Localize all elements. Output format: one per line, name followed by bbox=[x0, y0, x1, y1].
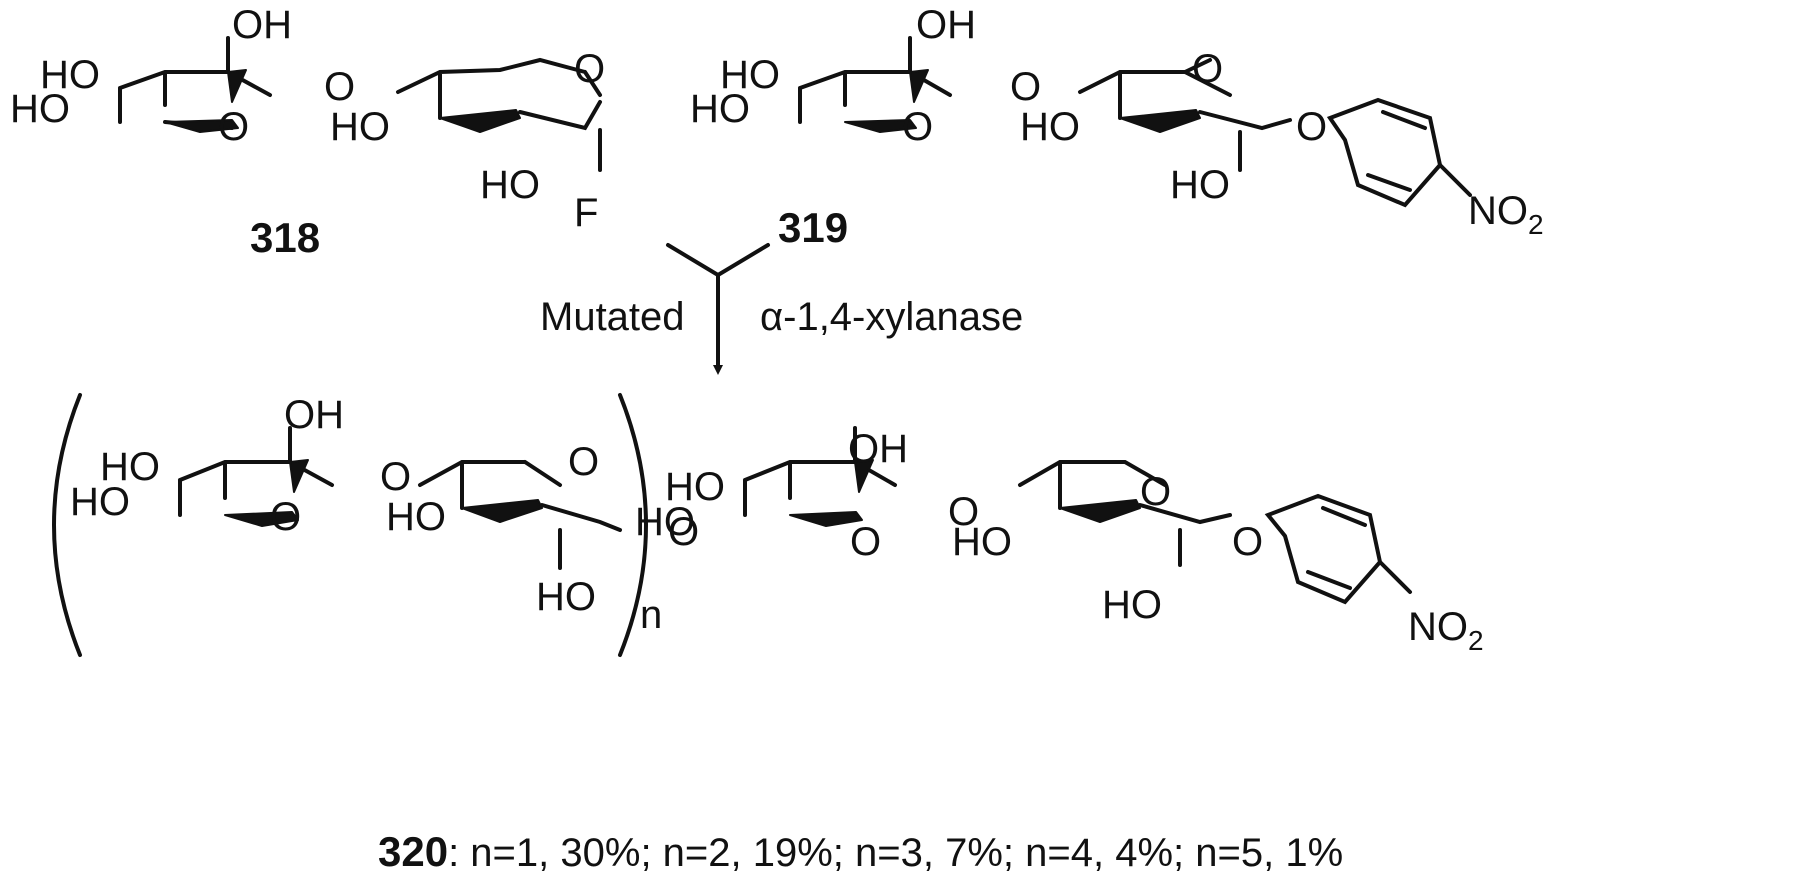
hydroxyl-label: HO bbox=[536, 575, 596, 619]
hydroxyl-label: OH bbox=[232, 3, 292, 47]
hydroxyl-label: HO bbox=[70, 480, 130, 524]
compound-number-319: 319 bbox=[778, 204, 848, 251]
ring-oxygen-label: O bbox=[270, 495, 301, 539]
hydroxyl-label: OH bbox=[916, 3, 976, 47]
compound-number-318: 318 bbox=[250, 214, 320, 261]
hydroxyl-label: HO bbox=[480, 163, 540, 207]
nitro-label: NO2 bbox=[1468, 189, 1544, 240]
right-bracket bbox=[618, 393, 648, 657]
phenoxy-oxygen-label: O bbox=[1232, 520, 1263, 564]
hydroxyl-label: HO bbox=[1102, 583, 1162, 627]
glycosidic-oxygen-label: O bbox=[380, 455, 411, 499]
glycosidic-oxygen-label: O bbox=[948, 490, 979, 534]
ring-oxygen-label: O bbox=[1140, 470, 1171, 514]
compound-319: HO HO OH O O O HO HO O NO2 319 bbox=[690, 3, 1544, 251]
hydroxyl-label: HO bbox=[330, 105, 390, 149]
nitro-label: NO2 bbox=[1408, 605, 1484, 656]
hydroxyl-label: HO bbox=[690, 87, 750, 131]
hydroxyl-label: OH bbox=[848, 427, 908, 471]
repeat-subscript: n bbox=[640, 593, 662, 637]
compound-320: HO HO OH O O O HO HO n O HO HO OH O O O … bbox=[52, 393, 1484, 657]
hydroxyl-label: HO bbox=[635, 500, 695, 544]
hydroxyl-label: HO bbox=[720, 53, 780, 97]
left-bracket bbox=[52, 393, 82, 657]
ring-oxygen-label: O bbox=[850, 520, 881, 564]
reagent-label-right: α-1,4-xylanase bbox=[760, 295, 1023, 339]
ring-oxygen-label: O bbox=[1192, 47, 1223, 91]
compound-number-320: 320 bbox=[378, 828, 448, 875]
hydroxyl-label: HO bbox=[665, 465, 725, 509]
hydroxyl-label: HO bbox=[1020, 105, 1080, 149]
ring-oxygen-label: O bbox=[218, 105, 249, 149]
yield-summary: 320: n=1, 30%; n=2, 19%; n=3, 7%; n=4, 4… bbox=[378, 828, 1343, 875]
glycosidic-oxygen-label: O bbox=[668, 510, 699, 554]
phenoxy-oxygen-label: O bbox=[1296, 105, 1327, 149]
hydroxyl-label: HO bbox=[100, 445, 160, 489]
ring-oxygen-label: O bbox=[902, 105, 933, 149]
hydroxyl-label: HO bbox=[386, 495, 446, 539]
hydroxyl-label: HO bbox=[10, 87, 70, 131]
reaction-arrow: Mutated α-1,4-xylanase bbox=[540, 243, 1023, 370]
fluorine-label: F bbox=[574, 191, 598, 235]
glycosidic-oxygen-label: O bbox=[324, 65, 355, 109]
hydroxyl-label: HO bbox=[40, 53, 100, 97]
ring-oxygen-label: O bbox=[574, 47, 605, 91]
ring-oxygen-label: O bbox=[568, 440, 599, 484]
compound-318: HO HO OH O O O HO HO F 318 bbox=[10, 3, 605, 261]
reagent-label-left: Mutated bbox=[540, 295, 685, 339]
glycosidic-oxygen-label: O bbox=[1010, 65, 1041, 109]
hydroxyl-label: HO bbox=[952, 520, 1012, 564]
yield-values: : n=1, 30%; n=2, 19%; n=3, 7%; n=4, 4%; … bbox=[448, 831, 1343, 875]
hydroxyl-label: HO bbox=[1170, 163, 1230, 207]
hydroxyl-label: OH bbox=[284, 393, 344, 437]
